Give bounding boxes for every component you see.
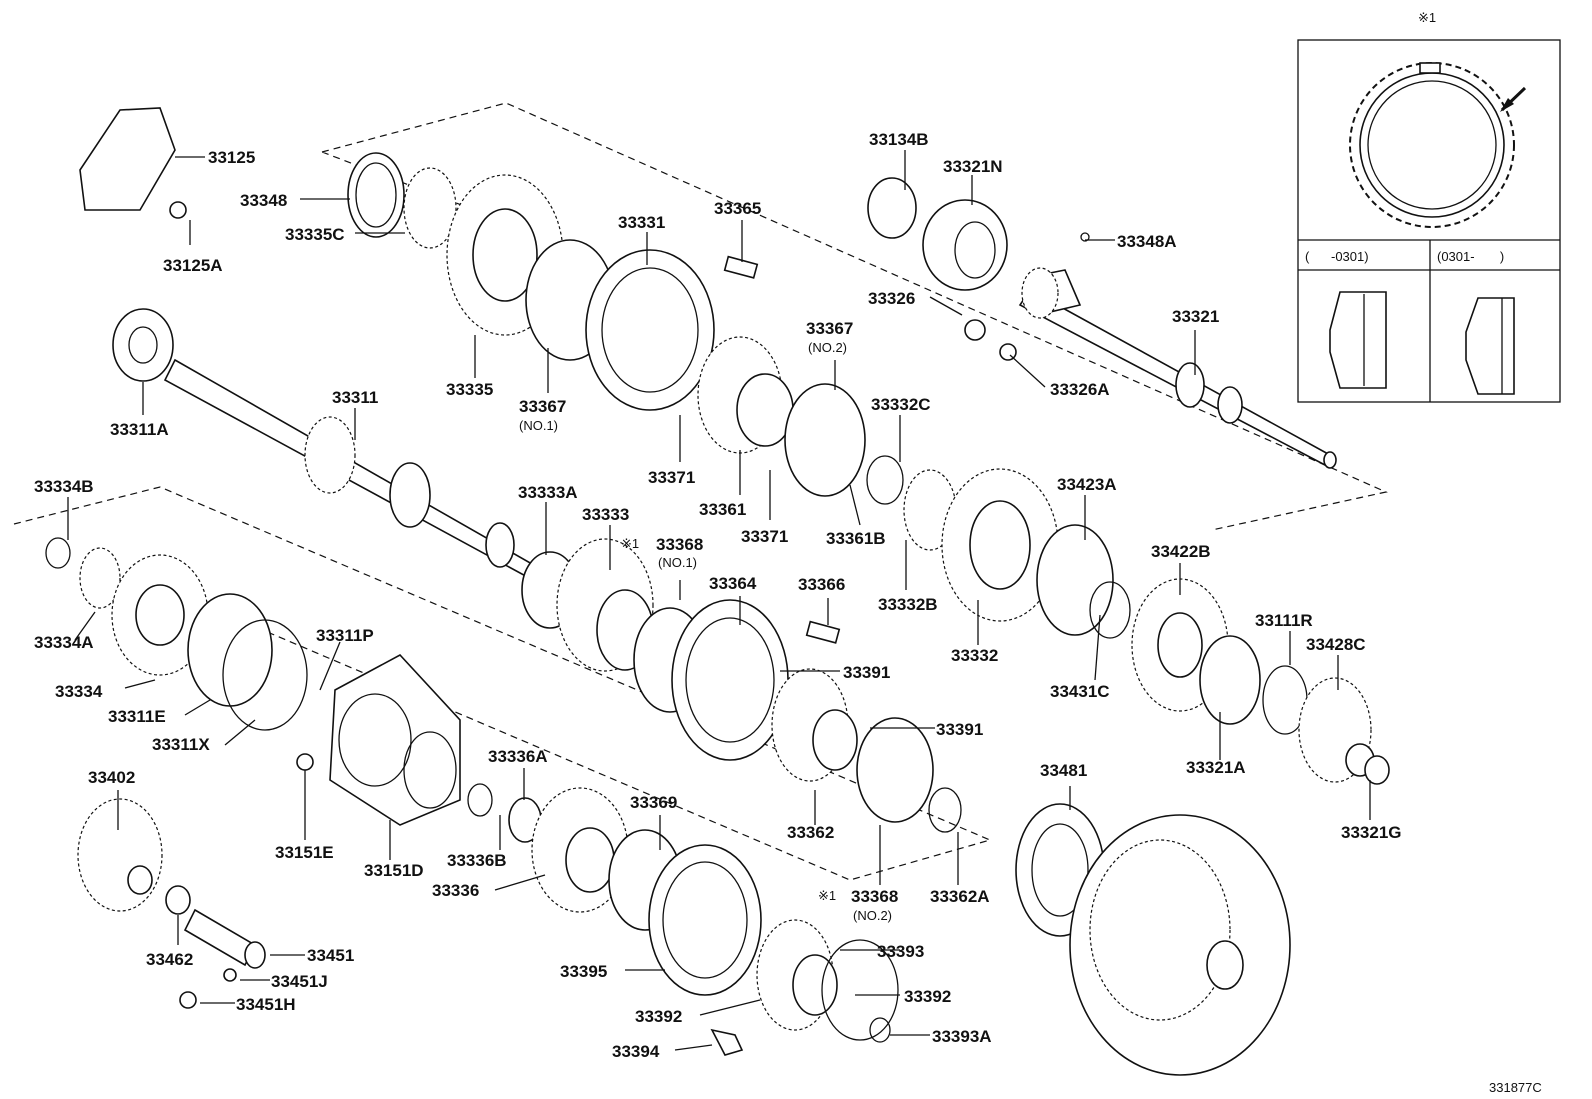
note-no2-b: (NO.2): [853, 908, 892, 923]
label-33367-no2[interactable]: 33367: [806, 319, 853, 338]
label-33451[interactable]: 33451: [307, 946, 354, 965]
label-33151E[interactable]: 33151E: [275, 843, 334, 862]
label-33311P[interactable]: 33311P: [316, 626, 374, 645]
label-33392-a[interactable]: 33392: [635, 1007, 682, 1026]
label-33326[interactable]: 33326: [868, 289, 915, 308]
label-33332C[interactable]: 33332C: [871, 395, 931, 414]
label-33431C[interactable]: 33431C: [1050, 682, 1110, 701]
label-33311A[interactable]: 33311A: [110, 420, 169, 439]
label-33348A[interactable]: 33348A: [1117, 232, 1177, 251]
label-33361[interactable]: 33361: [699, 500, 746, 519]
label-33362[interactable]: 33362: [787, 823, 834, 842]
label-33321A[interactable]: 33321A: [1186, 758, 1246, 777]
part-labels: 33125 33125A 33348 33335C 33331 33365 33…: [34, 10, 1542, 1095]
label-33134B[interactable]: 33134B: [869, 130, 929, 149]
label-33321N[interactable]: 33321N: [943, 157, 1003, 176]
label-33423A[interactable]: 33423A: [1057, 475, 1117, 494]
label-33321G[interactable]: 33321G: [1341, 823, 1402, 842]
label-33462[interactable]: 33462: [146, 950, 193, 969]
leader-lines: [67, 150, 1371, 1051]
label-33393[interactable]: 33393: [877, 942, 924, 961]
label-33311[interactable]: 33311: [332, 388, 378, 407]
label-33451H[interactable]: 33451H: [236, 995, 296, 1014]
label-33365[interactable]: 33365: [714, 199, 761, 218]
label-33321[interactable]: 33321: [1172, 307, 1219, 326]
gear-set-lower: [45, 107, 1390, 1076]
label-33336A[interactable]: 33336A: [488, 747, 548, 766]
diagram-code: 331877C: [1489, 1080, 1542, 1095]
note-no1-a: (NO.1): [519, 418, 558, 433]
label-33332B[interactable]: 33332B: [878, 595, 938, 614]
label-33335C[interactable]: 33335C: [285, 225, 345, 244]
tooth-profile-early: [1329, 291, 1387, 389]
label-33402[interactable]: 33402: [88, 768, 135, 787]
label-33334A[interactable]: 33334A: [34, 633, 94, 652]
synchro-ring-inset: [1297, 39, 1561, 403]
label-33336B[interactable]: 33336B: [447, 851, 507, 870]
label-33394[interactable]: 33394: [612, 1042, 660, 1061]
label-33311E[interactable]: 33311E: [108, 707, 166, 726]
label-33333[interactable]: 33333: [582, 505, 629, 524]
tooth-profile-late: [1465, 297, 1515, 395]
label-33422B[interactable]: 33422B: [1151, 542, 1211, 561]
label-33331[interactable]: 33331: [618, 213, 665, 232]
label-33332[interactable]: 33332: [951, 646, 998, 665]
label-33111R[interactable]: 33111R: [1255, 611, 1313, 630]
marker-1-b: ※1: [818, 888, 836, 903]
label-33391-b[interactable]: 33391: [936, 720, 983, 739]
label-33371-b[interactable]: 33371: [741, 527, 788, 546]
lower-shaft-boundary: [13, 486, 992, 881]
label-33369[interactable]: 33369: [630, 793, 677, 812]
label-33366[interactable]: 33366: [798, 575, 845, 594]
label-33361B[interactable]: 33361B: [826, 529, 886, 548]
arrow-head-icon: [1500, 98, 1514, 112]
inset-col-early: ( -0301): [1305, 249, 1369, 264]
label-33151D[interactable]: 33151D: [364, 861, 424, 880]
gear-set-upper: [347, 152, 1375, 783]
label-33393A[interactable]: 33393A: [932, 1027, 992, 1046]
label-33428C[interactable]: 33428C: [1306, 635, 1366, 654]
label-33364[interactable]: 33364: [709, 574, 757, 593]
label-33391-a[interactable]: 33391: [843, 663, 890, 682]
label-33371-a[interactable]: 33371: [648, 468, 695, 487]
label-33334[interactable]: 33334: [55, 682, 103, 701]
label-33368-no1[interactable]: 33368: [656, 535, 703, 554]
label-33362A[interactable]: 33362A: [930, 887, 990, 906]
label-33335[interactable]: 33335: [446, 380, 493, 399]
note-no2-a: (NO.2): [808, 340, 847, 355]
label-33326A[interactable]: 33326A: [1050, 380, 1110, 399]
inset-marker: ※1: [1418, 10, 1436, 25]
label-33311X[interactable]: 33311X: [152, 735, 210, 754]
label-33125[interactable]: 33125: [208, 148, 255, 167]
label-33451J[interactable]: 33451J: [271, 972, 328, 991]
label-33336[interactable]: 33336: [432, 881, 479, 900]
label-33125A[interactable]: 33125A: [163, 256, 223, 275]
output-shaft: [1018, 267, 1337, 469]
label-33333A[interactable]: 33333A: [518, 483, 578, 502]
label-33367-no1[interactable]: 33367: [519, 397, 566, 416]
note-no1-b: (NO.1): [658, 555, 697, 570]
label-33481[interactable]: 33481: [1040, 761, 1087, 780]
synchro-ring-icon: [1349, 62, 1515, 228]
label-33392-b[interactable]: 33392: [904, 987, 951, 1006]
label-33368-no2[interactable]: 33368: [851, 887, 898, 906]
label-33348[interactable]: 33348: [240, 191, 287, 210]
label-33334B[interactable]: 33334B: [34, 477, 94, 496]
label-33395[interactable]: 33395: [560, 962, 607, 981]
marker-1-a: ※1: [621, 536, 639, 551]
inset-col-late: (0301- ): [1437, 249, 1504, 264]
